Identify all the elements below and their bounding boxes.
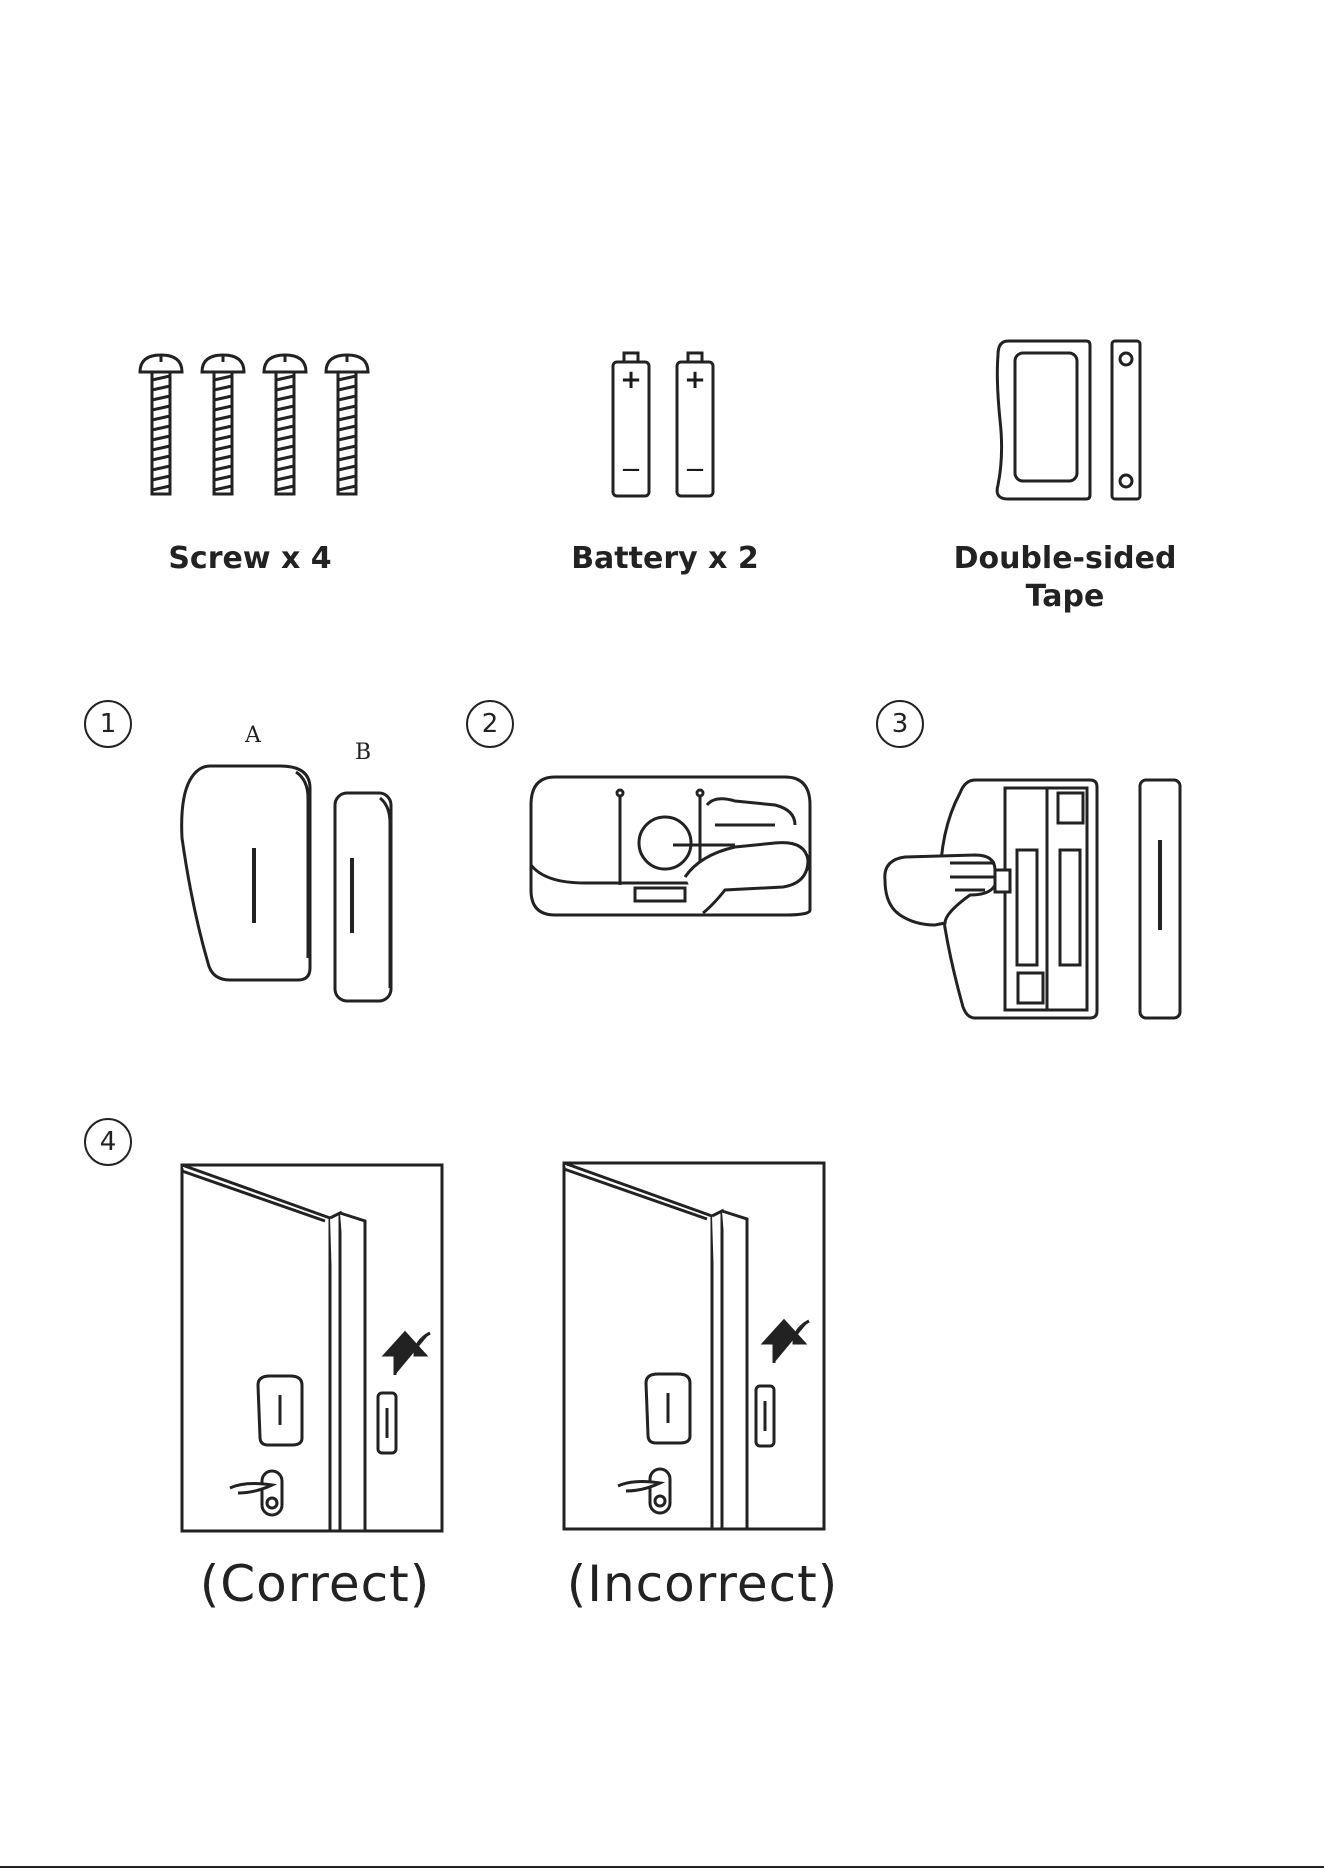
step-2-badge: 2 xyxy=(466,700,514,748)
battery-minus-1: − xyxy=(613,455,649,485)
screw-icon xyxy=(135,350,395,500)
door-correct-icon xyxy=(180,1163,445,1533)
incorrect-label: (Incorrect) xyxy=(550,1555,855,1613)
double-sided-tape-icon xyxy=(990,335,1160,505)
part-a-label: A xyxy=(245,723,261,748)
step-1-badge: 1 xyxy=(84,700,132,748)
footer-rule xyxy=(0,1866,1324,1868)
battery-plus-1: + xyxy=(613,365,649,395)
step-4-badge: 4 xyxy=(84,1118,132,1166)
screw-caption: Screw x 4 xyxy=(110,540,390,578)
battery-caption: Battery x 2 xyxy=(530,540,800,578)
battery-minus-2: − xyxy=(677,455,713,485)
step-3-badge: 3 xyxy=(876,700,924,748)
battery-insert-icon xyxy=(875,775,1195,1025)
tape-caption-line2: Tape xyxy=(1026,579,1105,614)
pairing-button-icon xyxy=(525,765,825,915)
sensor-device-icon xyxy=(170,758,410,1008)
door-incorrect-icon xyxy=(562,1161,827,1531)
correct-label: (Correct) xyxy=(170,1555,460,1613)
tape-caption: Double-sided Tape xyxy=(930,540,1200,616)
battery-plus-2: + xyxy=(677,365,713,395)
tape-caption-line1: Double-sided xyxy=(954,541,1177,576)
